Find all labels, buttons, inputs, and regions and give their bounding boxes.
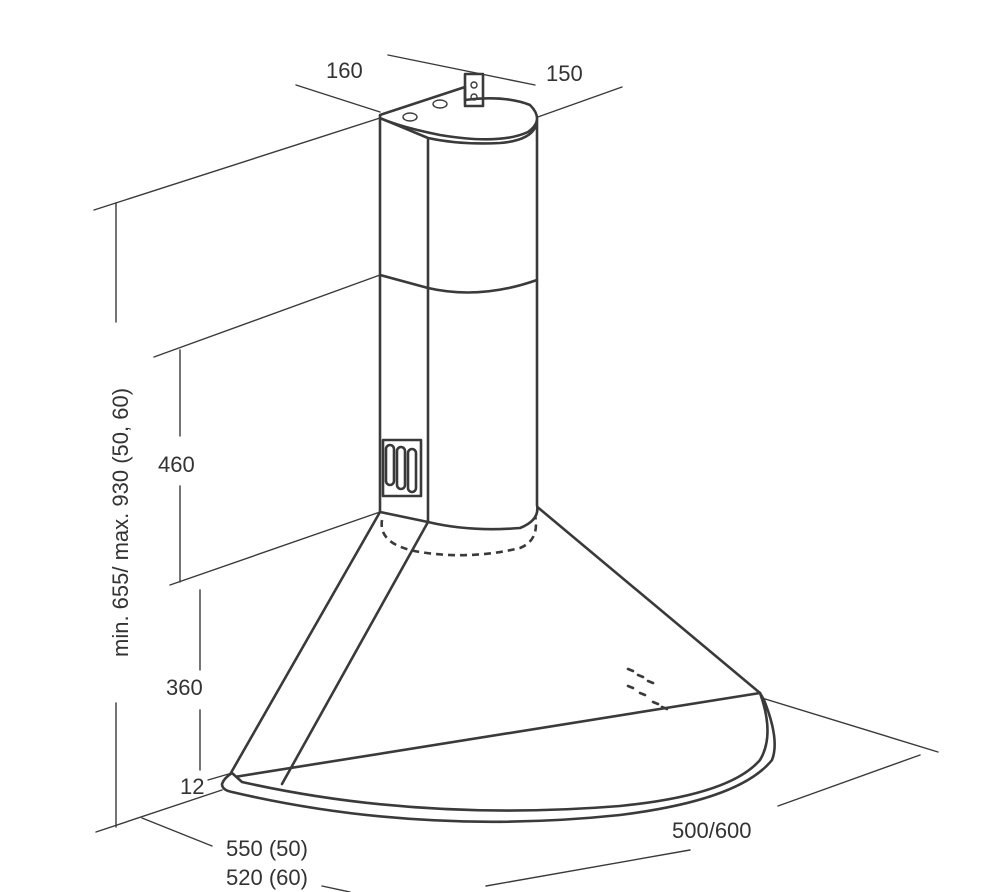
- label-depth-60: 520 (60): [226, 865, 308, 890]
- canopy-top-ref-line: [169, 511, 381, 586]
- button-4: [626, 684, 635, 690]
- rim-height-leader: [207, 772, 233, 781]
- label-chimney-width: 160: [326, 58, 363, 83]
- canopy: [226, 503, 762, 786]
- dimension-labels: 160 150 min. 655/ max. 930 (50, 60) 460 …: [108, 58, 752, 890]
- vent-slots: [381, 438, 423, 498]
- depth-line-left: [141, 817, 213, 847]
- label-total-height: min. 655/ max. 930 (50, 60): [108, 388, 133, 657]
- base-reference-line: [95, 789, 223, 833]
- width-ref-line-right: [761, 697, 939, 753]
- bracket-hole-top: [470, 81, 478, 89]
- top-hole-2: [432, 99, 448, 109]
- label-chimney-depth: 150: [546, 61, 583, 86]
- chimney-top: [378, 85, 539, 141]
- top-reference-line: [93, 117, 381, 211]
- top-depth-line: [387, 54, 536, 86]
- canopy-front-edge: [280, 520, 430, 786]
- label-canopy-height: 360: [166, 675, 203, 700]
- button-3: [646, 679, 655, 685]
- dimension-lines: [93, 54, 939, 892]
- telescopic-joint: [378, 273, 539, 294]
- width-line-upper: [777, 754, 921, 807]
- label-width: 500/600: [672, 818, 752, 843]
- depth-150-leader: [534, 86, 623, 119]
- button-6: [651, 700, 660, 706]
- top-hole-1: [402, 112, 418, 122]
- button-2: [636, 673, 645, 679]
- label-rim-height: 12: [180, 774, 204, 799]
- chimney-bottom-ref-line: [153, 274, 381, 358]
- width-160-leader: [295, 84, 381, 113]
- mounting-bracket: [463, 72, 485, 108]
- control-buttons: [626, 667, 669, 711]
- button-1: [626, 667, 635, 673]
- label-depth-50: 550 (50): [226, 836, 308, 861]
- bracket-hole-bottom: [470, 93, 478, 101]
- width-line-lower: [485, 849, 691, 887]
- button-7: [660, 705, 669, 711]
- rim: [220, 691, 776, 824]
- chimney: [378, 72, 539, 531]
- chimney-body: [378, 116, 539, 531]
- chimney-base-hidden-line: [380, 514, 538, 557]
- depth-line-bottom: [321, 885, 351, 892]
- button-5: [638, 691, 647, 697]
- label-chimney-height: 460: [158, 452, 195, 477]
- rim-outline: [220, 691, 776, 824]
